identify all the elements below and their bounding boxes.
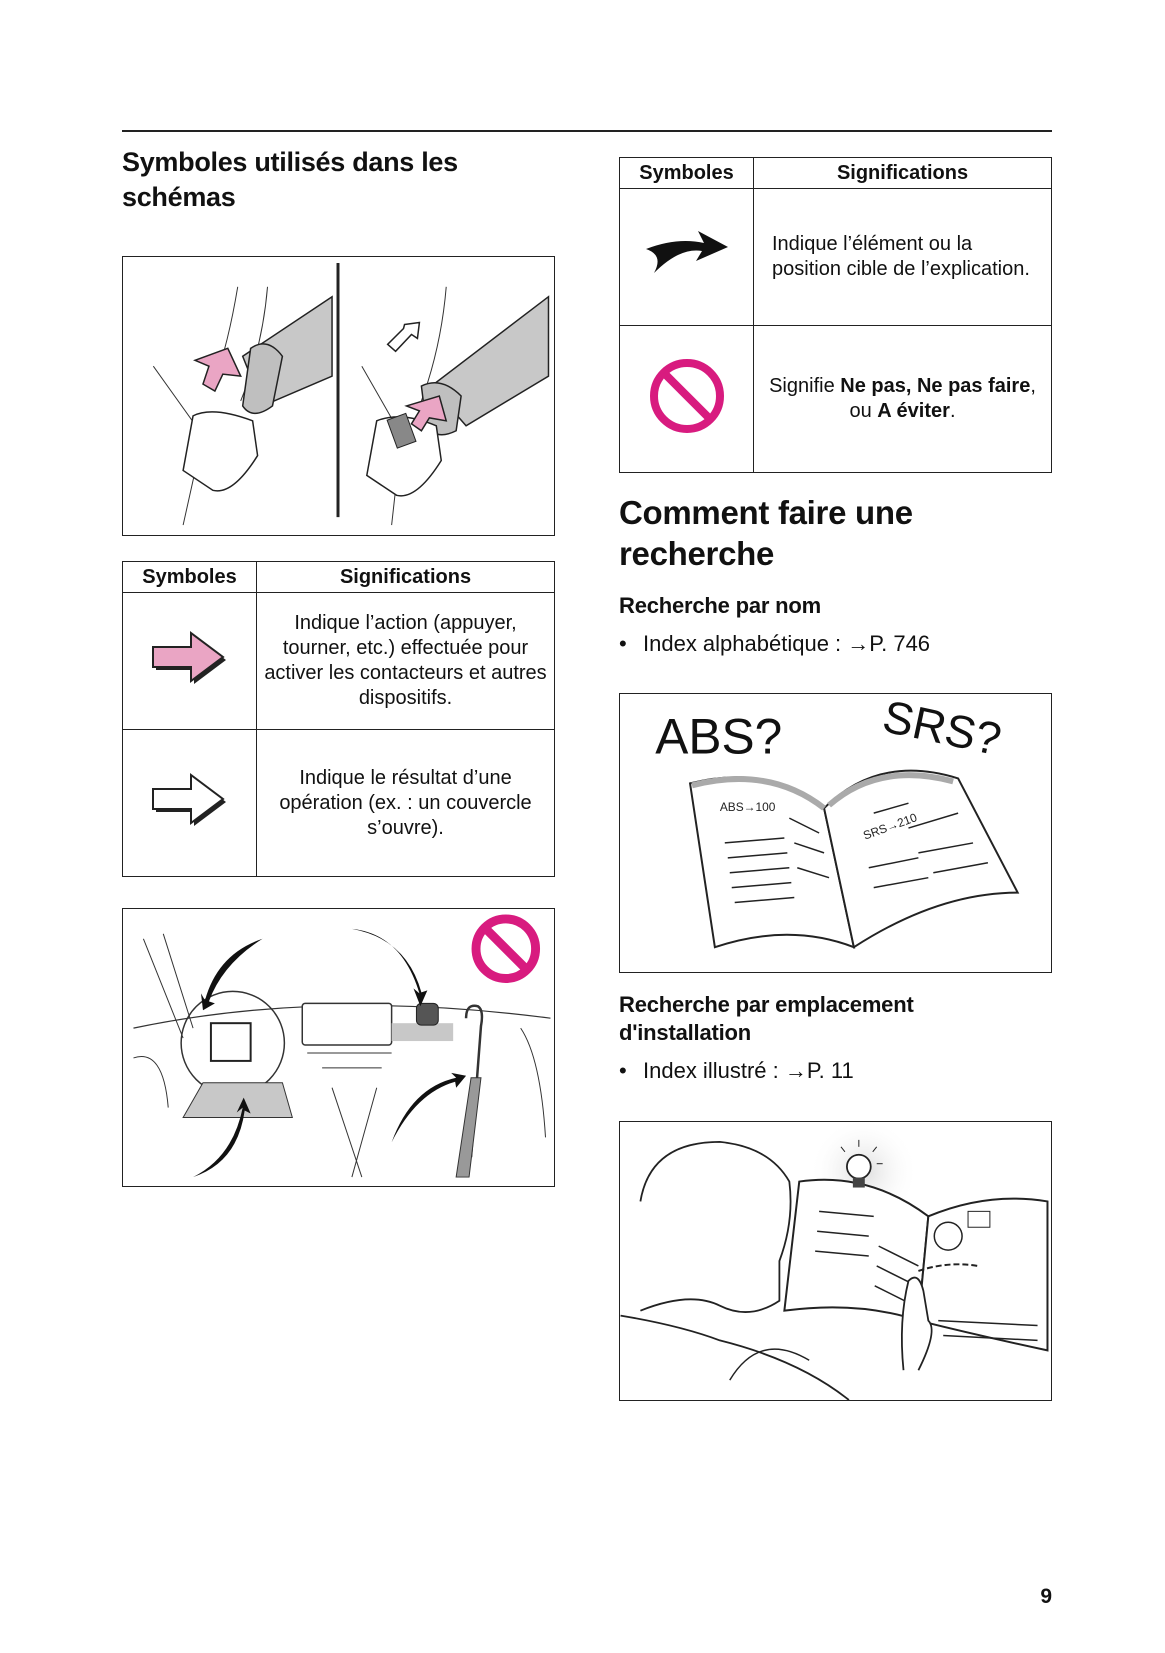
search-title-line2: recherche — [619, 535, 775, 572]
prohibition-icon — [649, 358, 724, 433]
symbols-table-left: Symboles Significations Indique l’action… — [122, 561, 555, 877]
header-meanings: Significations — [753, 157, 1052, 189]
header-meanings: Significations — [256, 561, 555, 593]
text-part: , ou — [849, 375, 1036, 422]
heading-line1: Recherche par emplacement — [619, 992, 914, 1017]
svg-text:ABS?: ABS? — [655, 709, 782, 765]
row-meaning: Indique l’élément ou la position cible d… — [753, 188, 1052, 326]
symbols-table-right: Symboles Significations Indique l’élémen… — [619, 157, 1052, 473]
section-title-symbols: Symboles utilisés dans les schémas — [122, 145, 458, 215]
seatbelt-illustration — [152, 262, 550, 526]
table-row: Indique l’action (appuyer, tourner, etc.… — [122, 592, 555, 730]
section-title-line2: schémas — [122, 182, 236, 212]
text-part: . — [949, 400, 956, 422]
svg-text:ABS→100: ABS→100 — [720, 800, 776, 814]
svg-text:SRS?: SRS? — [878, 694, 1005, 765]
white-result-arrow-icon — [151, 772, 226, 826]
text-part: Signifie — [769, 375, 841, 397]
alphabetical-index-link[interactable]: Index alphabétique : →P. 746 — [643, 631, 931, 656]
search-by-name-heading: Recherche par nom — [619, 593, 822, 618]
open-book-illustration: ABS? SRS? ABS→100 SRS→210 — [655, 694, 1020, 949]
dashboard-illustration — [133, 914, 551, 1178]
reader-figure — [619, 1121, 1052, 1401]
table-row: Indique l’élément ou la position cible d… — [619, 188, 1052, 326]
search-section-title: Comment faire une recherche — [619, 492, 913, 574]
light-bulb-icon — [840, 1139, 883, 1188]
bullet-dot: • — [619, 631, 627, 656]
row-meaning: Indique l’action (appuyer, tourner, etc.… — [256, 592, 555, 730]
row-meaning: Indique le résultat d’une opération (ex.… — [256, 729, 555, 877]
search-title-line1: Comment faire une — [619, 494, 913, 531]
dashboard-figure — [122, 908, 555, 1187]
illustrated-index-item: • Index illustré : →P. 11 — [619, 1057, 854, 1085]
alphabetical-index-item: • Index alphabétique : →P. 746 — [619, 630, 930, 658]
table-row: Indique le résultat d’une opération (ex.… — [122, 729, 555, 877]
reader-illustration — [620, 1122, 1049, 1400]
text-part-bold: A éviter — [877, 400, 950, 422]
illustrated-index-link[interactable]: Index illustré : →P. 11 — [643, 1058, 854, 1083]
search-by-location-heading: Recherche par emplacement d'installation — [619, 991, 914, 1047]
prohibition-icon — [471, 914, 541, 983]
top-rule — [122, 130, 1052, 132]
table-row: Signifie Ne pas, Ne pas faire, ou A évit… — [619, 325, 1052, 473]
pink-action-arrow-icon — [151, 630, 226, 684]
header-symbols: Symboles — [619, 157, 754, 189]
section-title-line1: Symboles utilisés dans les — [122, 147, 458, 177]
header-symbols: Symboles — [122, 561, 257, 593]
row-meaning: Signifie Ne pas, Ne pas faire, ou A évit… — [753, 325, 1052, 473]
text-part-bold: Ne pas, Ne pas faire — [840, 375, 1031, 397]
heading-line2: d'installation — [619, 1020, 751, 1045]
curved-black-arrow-icon — [645, 230, 728, 273]
seatbelt-figure — [122, 256, 555, 536]
bullet-dot: • — [619, 1058, 627, 1083]
page-number: 9 — [1040, 1585, 1052, 1608]
book-search-figure: ABS? SRS? ABS→100 SRS→210 — [619, 693, 1052, 973]
